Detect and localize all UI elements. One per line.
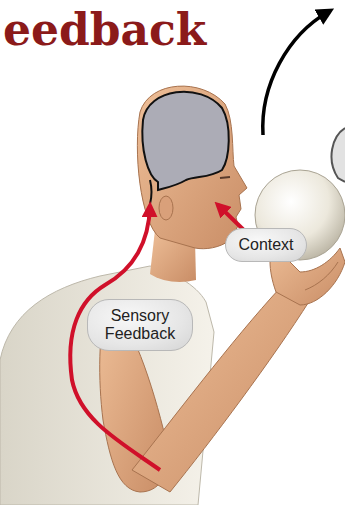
brain-stem (150, 180, 152, 204)
loop-arrow (263, 12, 328, 135)
slide-title: eedback (3, 6, 206, 54)
label-pill: Context (225, 228, 307, 262)
pill-label: Sensory Feedback (100, 307, 180, 342)
pill-label: Context (238, 236, 293, 254)
partial-shape (332, 128, 345, 182)
eye (220, 177, 230, 178)
finger-line (305, 262, 338, 290)
brain (142, 92, 228, 190)
ear (159, 196, 173, 220)
head (137, 86, 247, 249)
label-pill: Sensory Feedback (87, 299, 193, 351)
